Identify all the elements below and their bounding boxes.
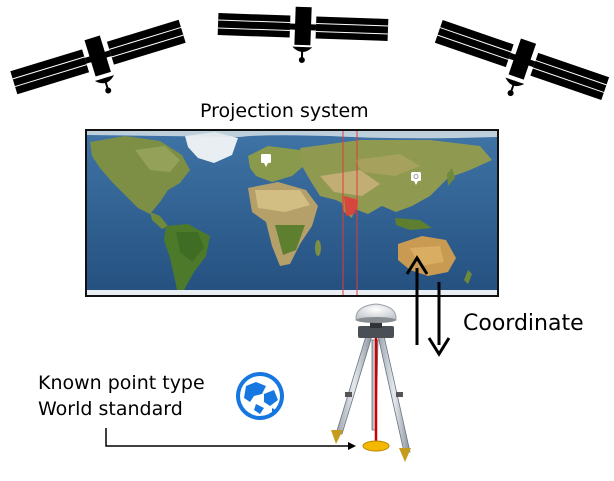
coordinate-label: Coordinate — [463, 311, 584, 336]
leader-line — [106, 428, 356, 450]
satellite-icon — [8, 12, 193, 119]
ground-point — [363, 441, 389, 451]
gnss-receiver-tripod — [331, 304, 411, 462]
globe-icon — [236, 372, 284, 420]
world-standard-label: World standard — [38, 398, 183, 420]
world-map — [85, 129, 499, 297]
satellite-icon — [426, 12, 611, 124]
projection-system-label: Projection system — [200, 100, 369, 122]
satellite-icon — [217, 4, 389, 66]
known-point-type-label: Known point type — [38, 372, 205, 394]
